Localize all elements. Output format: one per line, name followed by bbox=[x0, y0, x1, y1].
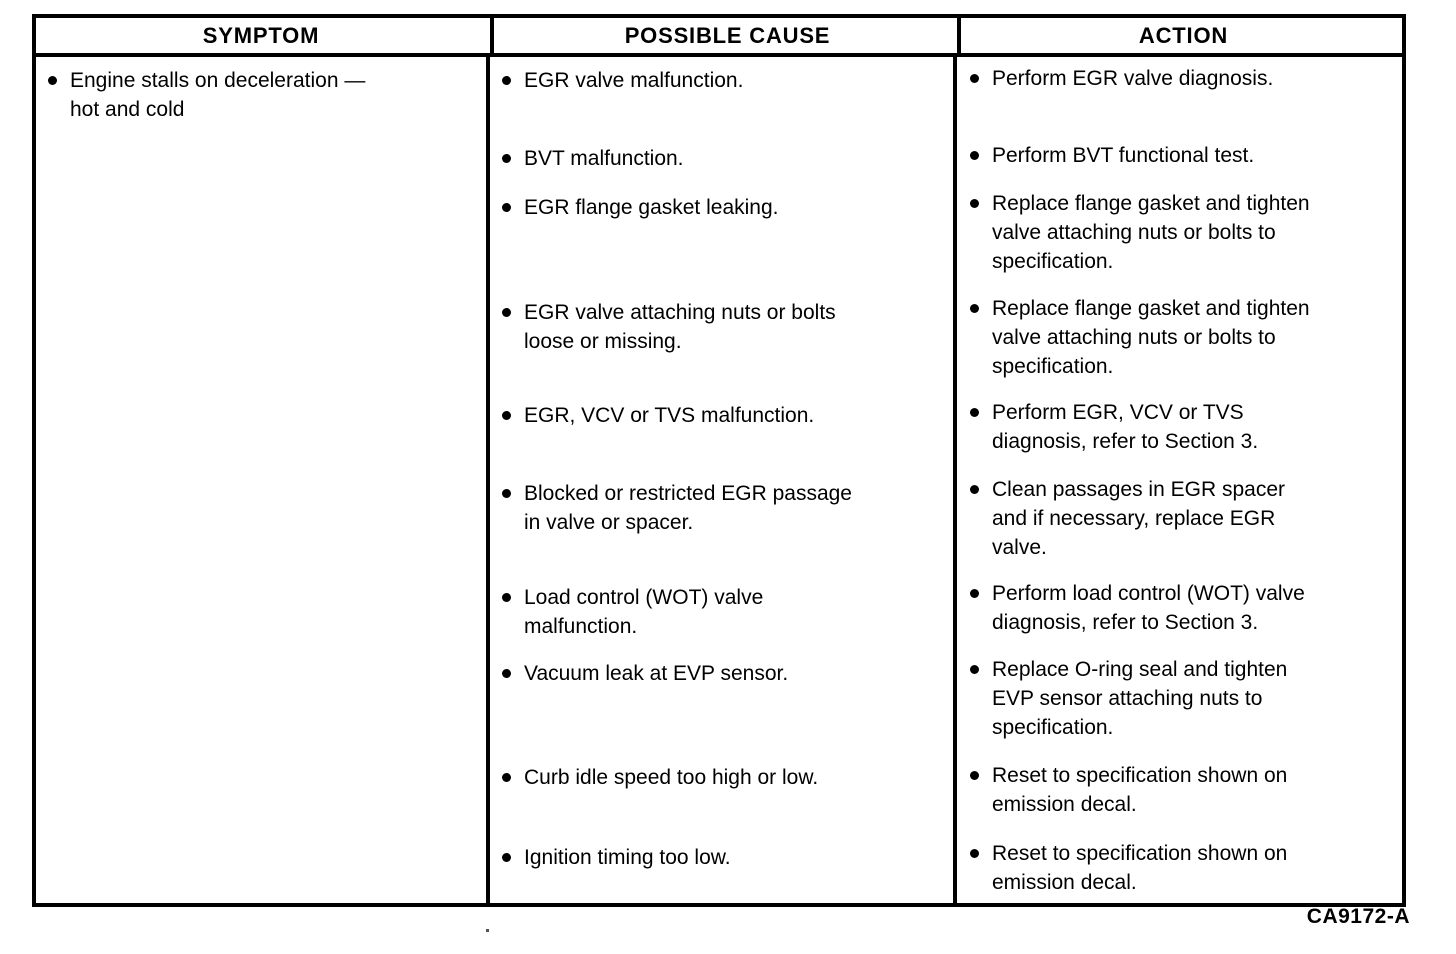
causes-text: Ignition timing too low. bbox=[524, 846, 731, 869]
causes-item: EGR, VCV or TVS malfunction. bbox=[502, 401, 945, 430]
symptoms-item: Engine stalls on deceleration — hot and … bbox=[48, 66, 478, 124]
bullet-icon bbox=[502, 669, 511, 678]
bullet-icon bbox=[970, 771, 979, 780]
causes-text: EGR valve malfunction. bbox=[524, 69, 744, 92]
column-divider-1 bbox=[486, 57, 490, 903]
table-body: Engine stalls on deceleration — hot and … bbox=[36, 57, 1402, 903]
actions-text: Reset to specification shown on emission… bbox=[992, 764, 1288, 816]
causes-text: EGR, VCV or TVS malfunction. bbox=[524, 404, 815, 427]
causes-item: Ignition timing too low. bbox=[502, 843, 945, 872]
bullet-icon bbox=[502, 203, 511, 212]
bullet-icon bbox=[970, 589, 979, 598]
actions-item: Clean passages in EGR spacer and if nece… bbox=[970, 475, 1394, 562]
actions-text: Replace flange gasket and tighten valve … bbox=[992, 297, 1310, 378]
bullet-icon bbox=[48, 76, 57, 85]
causes-item: BVT malfunction. bbox=[502, 144, 945, 173]
actions-item: Replace flange gasket and tighten valve … bbox=[970, 189, 1394, 276]
causes-text: Vacuum leak at EVP sensor. bbox=[524, 662, 789, 685]
causes-text: EGR valve attaching nuts or bolts loose … bbox=[524, 301, 836, 353]
symptoms-text: Engine stalls on deceleration — hot and … bbox=[70, 69, 366, 121]
causes-item: EGR valve attaching nuts or bolts loose … bbox=[502, 298, 945, 356]
causes-text: Load control (WOT) valve malfunction. bbox=[524, 586, 764, 638]
bullet-icon bbox=[970, 408, 979, 417]
actions-text: Replace O-ring seal and tighten EVP sens… bbox=[992, 658, 1288, 739]
actions-item: Perform load control (WOT) valve diagnos… bbox=[970, 579, 1394, 637]
actions-item: Reset to specification shown on emission… bbox=[970, 761, 1394, 819]
causes-item: Curb idle speed too high or low. bbox=[502, 763, 945, 792]
column-header-possible-cause: POSSIBLE CAUSE bbox=[490, 18, 961, 53]
actions-text: Clean passages in EGR spacer and if nece… bbox=[992, 478, 1285, 559]
causes-item: EGR flange gasket leaking. bbox=[502, 193, 945, 222]
actions-item: Perform BVT functional test. bbox=[970, 141, 1394, 170]
bullet-icon bbox=[502, 593, 511, 602]
causes-item: Vacuum leak at EVP sensor. bbox=[502, 659, 945, 688]
actions-text: Reset to specification shown on emission… bbox=[992, 842, 1288, 894]
possible-cause-column: EGR valve malfunction. BVT malfunction. EG… bbox=[490, 57, 953, 903]
bullet-icon bbox=[502, 773, 511, 782]
bullet-icon bbox=[502, 308, 511, 317]
bullet-icon bbox=[502, 853, 511, 862]
table-header-row: SYMPTOM POSSIBLE CAUSE ACTION bbox=[36, 18, 1402, 57]
causes-item: Load control (WOT) valve malfunction. bbox=[502, 583, 945, 641]
bullet-icon bbox=[970, 485, 979, 494]
bullet-icon bbox=[970, 199, 979, 208]
causes-text: EGR flange gasket leaking. bbox=[524, 196, 779, 219]
symptom-column: Engine stalls on deceleration — hot and … bbox=[36, 57, 486, 903]
bullet-icon bbox=[970, 151, 979, 160]
bullet-icon bbox=[502, 411, 511, 420]
actions-text: Perform EGR, VCV or TVS diagnosis, refer… bbox=[992, 401, 1259, 453]
causes-text: Blocked or restricted EGR passage in val… bbox=[524, 482, 852, 534]
column-header-symptom: SYMPTOM bbox=[202, 22, 320, 48]
bullet-icon bbox=[970, 849, 979, 858]
actions-text: Replace flange gasket and tighten valve … bbox=[992, 192, 1310, 273]
diagnosis-table: SYMPTOM POSSIBLE CAUSE ACTION Engine sta… bbox=[32, 14, 1406, 907]
causes-text: Curb idle speed too high or low. bbox=[524, 766, 819, 789]
bullet-icon bbox=[970, 304, 979, 313]
actions-text: Perform BVT functional test. bbox=[992, 144, 1255, 167]
actions-item: Reset to specification shown on emission… bbox=[970, 839, 1394, 897]
causes-text: BVT malfunction. bbox=[524, 147, 684, 170]
causes-item: EGR valve malfunction. bbox=[502, 66, 945, 95]
bullet-icon bbox=[970, 665, 979, 674]
scan-artifact-speck bbox=[486, 929, 489, 932]
actions-text: Perform load control (WOT) valve diagnos… bbox=[992, 582, 1305, 634]
column-header-action: ACTION bbox=[957, 18, 1406, 53]
bullet-icon bbox=[502, 154, 511, 163]
actions-text: Perform EGR valve diagnosis. bbox=[992, 67, 1274, 90]
bullet-icon bbox=[502, 76, 511, 85]
bullet-icon bbox=[970, 74, 979, 83]
actions-item: Replace flange gasket and tighten valve … bbox=[970, 294, 1394, 381]
actions-item: Perform EGR, VCV or TVS diagnosis, refer… bbox=[970, 398, 1394, 456]
actions-item: Replace O-ring seal and tighten EVP sens… bbox=[970, 655, 1394, 742]
actions-item: Perform EGR valve diagnosis. bbox=[970, 64, 1394, 93]
causes-item: Blocked or restricted EGR passage in val… bbox=[502, 479, 945, 537]
column-divider-2 bbox=[953, 57, 957, 903]
figure-identifier: CA9172-A bbox=[1306, 905, 1410, 928]
action-column: Perform EGR valve diagnosis. Perform BVT … bbox=[957, 57, 1402, 903]
bullet-icon bbox=[502, 489, 511, 498]
